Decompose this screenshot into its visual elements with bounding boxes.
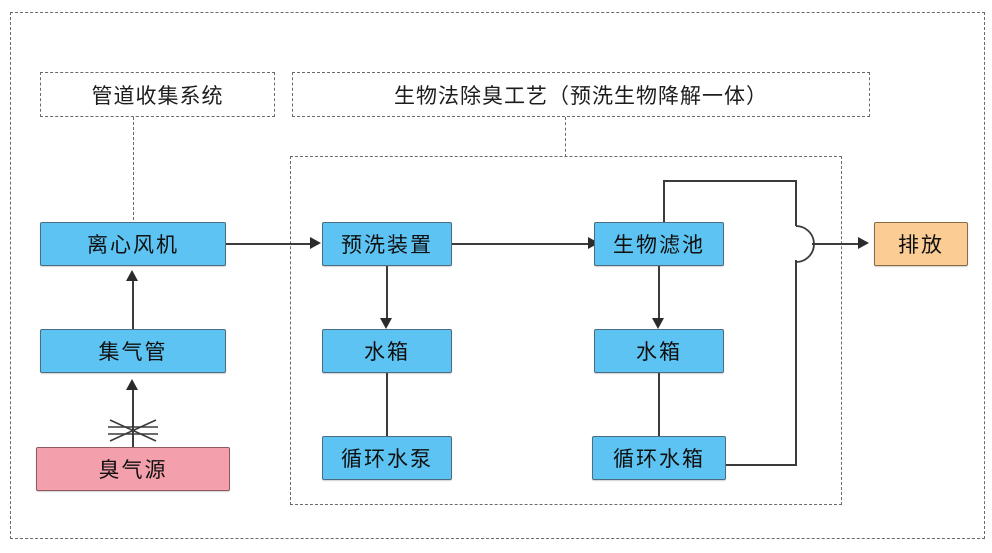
node-discharge[interactable]: 排放	[874, 222, 968, 266]
edge-odor-to-gaspipe	[132, 390, 134, 447]
edge-merge-to-discharge	[812, 243, 862, 245]
node-circulating-water-tank[interactable]: 循环水箱	[592, 436, 726, 480]
node-discharge-label: 排放	[898, 233, 944, 257]
node-odor-source-label: 臭气源	[98, 458, 168, 482]
node-centrifugal-fan[interactable]: 离心风机	[40, 222, 226, 266]
node-water-tank-left[interactable]: 水箱	[322, 329, 452, 373]
leader-pipe-collection	[133, 117, 134, 235]
node-centrifugal-fan-label: 离心风机	[87, 233, 179, 257]
edge-biofilter-to-watertank-arrowhead	[652, 318, 664, 329]
node-biofilter[interactable]: 生物滤池	[594, 222, 724, 266]
group-label-pipe-collection-text: 管道收集系统	[91, 83, 224, 108]
bio-process-boundary	[290, 156, 842, 505]
edge-biofilter-to-watertank	[658, 266, 660, 318]
edge-biofilter-out-up	[663, 180, 665, 222]
group-label-bio-deodorization-text: 生物法除臭工艺（预洗生物降解一体）	[394, 83, 768, 108]
edge-prewash-to-watertank-arrowhead	[380, 318, 392, 329]
edge-fan-to-prewash	[226, 243, 310, 245]
edge-biofilter-out-down	[795, 180, 797, 226]
node-gas-collection-pipe-label: 集气管	[98, 340, 168, 364]
edge-merge-to-discharge-arrowhead	[858, 237, 869, 249]
edge-prewash-to-watertank	[386, 266, 388, 318]
edge-odor-to-gaspipe-arrowhead	[126, 379, 138, 390]
edge-gaspipe-to-fan	[132, 281, 134, 329]
node-gas-collection-pipe[interactable]: 集气管	[40, 329, 226, 373]
edge-prewash-to-biofilter	[452, 243, 588, 245]
node-circulating-water-tank-label: 循环水箱	[613, 447, 705, 471]
node-circulating-water-pump[interactable]: 循环水泵	[322, 436, 452, 480]
leader-bio-deodorization	[565, 117, 566, 157]
node-biofilter-label: 生物滤池	[613, 233, 705, 257]
node-prewash-device-label: 预洗装置	[341, 233, 433, 257]
group-label-bio-deodorization: 生物法除臭工艺（预洗生物降解一体）	[292, 72, 870, 117]
node-water-tank-left-label: 水箱	[364, 340, 410, 364]
edge-circtank-out-up	[795, 260, 797, 464]
node-water-tank-right[interactable]: 水箱	[594, 329, 724, 373]
edge-watertank-to-pump	[386, 373, 388, 436]
edge-prewash-to-biofilter-arrowhead	[588, 237, 599, 249]
edge-fan-to-prewash-arrowhead	[310, 237, 321, 249]
node-circulating-water-pump-label: 循环水泵	[341, 447, 433, 471]
outer-system-boundary	[10, 12, 985, 539]
group-label-pipe-collection: 管道收集系统	[40, 72, 275, 117]
node-water-tank-right-label: 水箱	[636, 340, 682, 364]
edge-circtank-out-across	[726, 464, 797, 466]
node-odor-source[interactable]: 臭气源	[36, 447, 230, 491]
edge-watertank-to-circtank	[658, 373, 660, 436]
node-prewash-device[interactable]: 预洗装置	[322, 222, 452, 266]
edge-gaspipe-to-fan-arrowhead	[126, 270, 138, 281]
edge-biofilter-out-across	[663, 180, 797, 182]
